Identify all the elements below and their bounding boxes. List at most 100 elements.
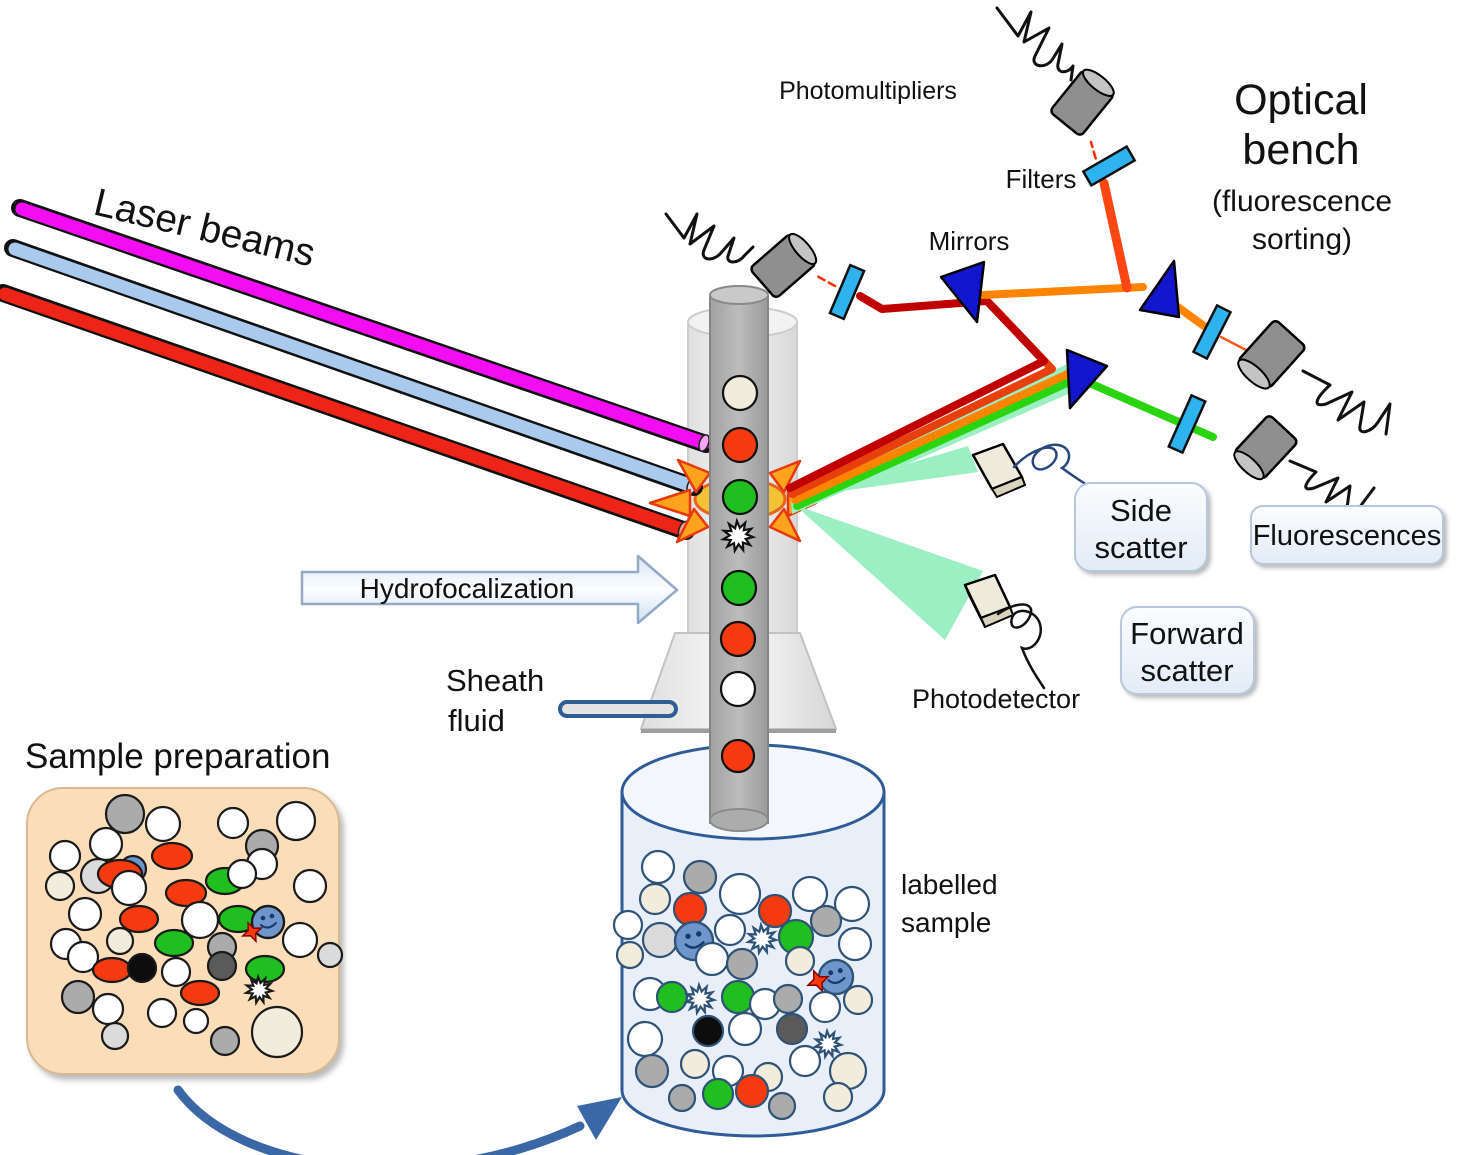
fluorescences-box: Fluorescences	[1250, 505, 1444, 565]
cell	[679, 1048, 711, 1080]
cell	[701, 1077, 735, 1111]
cell	[292, 868, 328, 904]
cell	[682, 859, 718, 895]
cell	[767, 1091, 797, 1121]
pmt-top	[1050, 68, 1115, 136]
beam-dark-red	[786, 296, 1048, 492]
cell	[694, 941, 730, 977]
cell	[721, 426, 759, 464]
cell	[144, 805, 182, 843]
cell	[179, 979, 221, 1007]
cell	[91, 992, 125, 1026]
sample-prep-cells	[44, 793, 344, 1059]
laser-beams	[0, 199, 715, 540]
cell	[757, 893, 793, 929]
mirrors	[939, 259, 1181, 410]
cell	[242, 973, 276, 1007]
forward-scatter-box: Forward scatter	[1120, 606, 1255, 695]
glow-ray	[768, 459, 802, 494]
forward-scatter-cone	[795, 505, 983, 640]
cell	[126, 952, 158, 984]
svg-text:(fluorescence: (fluorescence	[1212, 185, 1392, 218]
side-scatter-label-1: Side	[1110, 493, 1172, 528]
cell	[153, 928, 195, 958]
wire-right-upper-pmt	[1301, 369, 1392, 436]
cell	[809, 904, 843, 938]
cell	[105, 926, 135, 956]
hydrofocalization-label: Hydrofocalization	[360, 573, 575, 604]
mirror-1	[939, 260, 986, 324]
cell	[734, 1073, 770, 1109]
cell	[684, 941, 705, 949]
filters	[828, 144, 1233, 455]
cell	[720, 738, 756, 774]
side-scatter-label-2: scatter	[1094, 530, 1187, 565]
fluorescence-beams	[786, 140, 1248, 510]
cell	[685, 933, 691, 939]
cell	[281, 921, 319, 959]
mirror-3	[1065, 348, 1109, 410]
side-detector-wire	[1012, 443, 1099, 492]
cell	[260, 922, 277, 929]
side-scatter-detector	[971, 442, 1026, 498]
cell	[744, 921, 780, 957]
filters-label: Filters	[1006, 164, 1077, 194]
cell	[788, 1044, 822, 1078]
beam-up-to-top-filter	[1099, 178, 1132, 293]
dashed-left	[815, 274, 837, 288]
cell	[667, 1083, 697, 1113]
pmt-left	[750, 232, 818, 299]
fluorescences-label: Fluorescences	[1253, 520, 1442, 552]
cell	[725, 947, 759, 981]
cell	[784, 945, 816, 977]
cell	[806, 969, 830, 993]
optical-bench-title: Optical bench (fluorescence sorting)	[1212, 76, 1392, 256]
cell	[791, 875, 829, 913]
cell	[91, 956, 133, 984]
cell	[811, 1027, 845, 1061]
sheath-fluid-label-1: Sheath	[446, 663, 544, 698]
cell	[775, 1012, 809, 1046]
side-scatter-box: Side scatter	[1074, 482, 1208, 572]
thin-right-upper	[1219, 335, 1248, 352]
cell	[833, 885, 871, 923]
forward-scatter-label-1: Forward	[1130, 616, 1244, 651]
glow-ray	[768, 507, 802, 543]
cell	[626, 1020, 664, 1058]
cell	[727, 1011, 763, 1047]
cell	[146, 997, 178, 1029]
cell	[206, 950, 238, 982]
cell	[772, 983, 804, 1015]
cell	[719, 620, 757, 658]
cell	[718, 872, 762, 916]
cell	[260, 915, 266, 921]
cell	[240, 920, 264, 944]
cell	[696, 931, 702, 937]
photomultipliers-label: Photomultipliers	[779, 77, 957, 105]
cell	[640, 849, 676, 885]
cell	[721, 478, 759, 516]
beam-to-left-pmt	[856, 292, 990, 313]
laser-beam-magenta	[15, 202, 711, 450]
cell	[837, 926, 873, 962]
glow-ray	[676, 458, 712, 494]
laser-beams-label: Laser beams	[90, 181, 319, 275]
glow-ray	[675, 507, 710, 544]
glow-rays	[648, 458, 818, 544]
pmt-right-lower	[1233, 415, 1298, 481]
sample-preparation-title: Sample preparation	[25, 737, 330, 776]
cell	[634, 1053, 670, 1089]
wire-left-pmt	[664, 212, 755, 264]
cell	[275, 800, 317, 842]
svg-text:bench: bench	[1242, 126, 1359, 174]
cell	[160, 956, 192, 988]
labelled-sample-label-2: sample	[901, 907, 991, 938]
filter-right-lower	[1167, 393, 1207, 455]
mirror-2	[1138, 259, 1181, 319]
beam-mirror1-mirror2	[979, 283, 1147, 299]
cell	[808, 990, 842, 1024]
cell	[44, 870, 76, 902]
scatter-light	[790, 362, 1082, 640]
cell	[209, 1025, 241, 1057]
